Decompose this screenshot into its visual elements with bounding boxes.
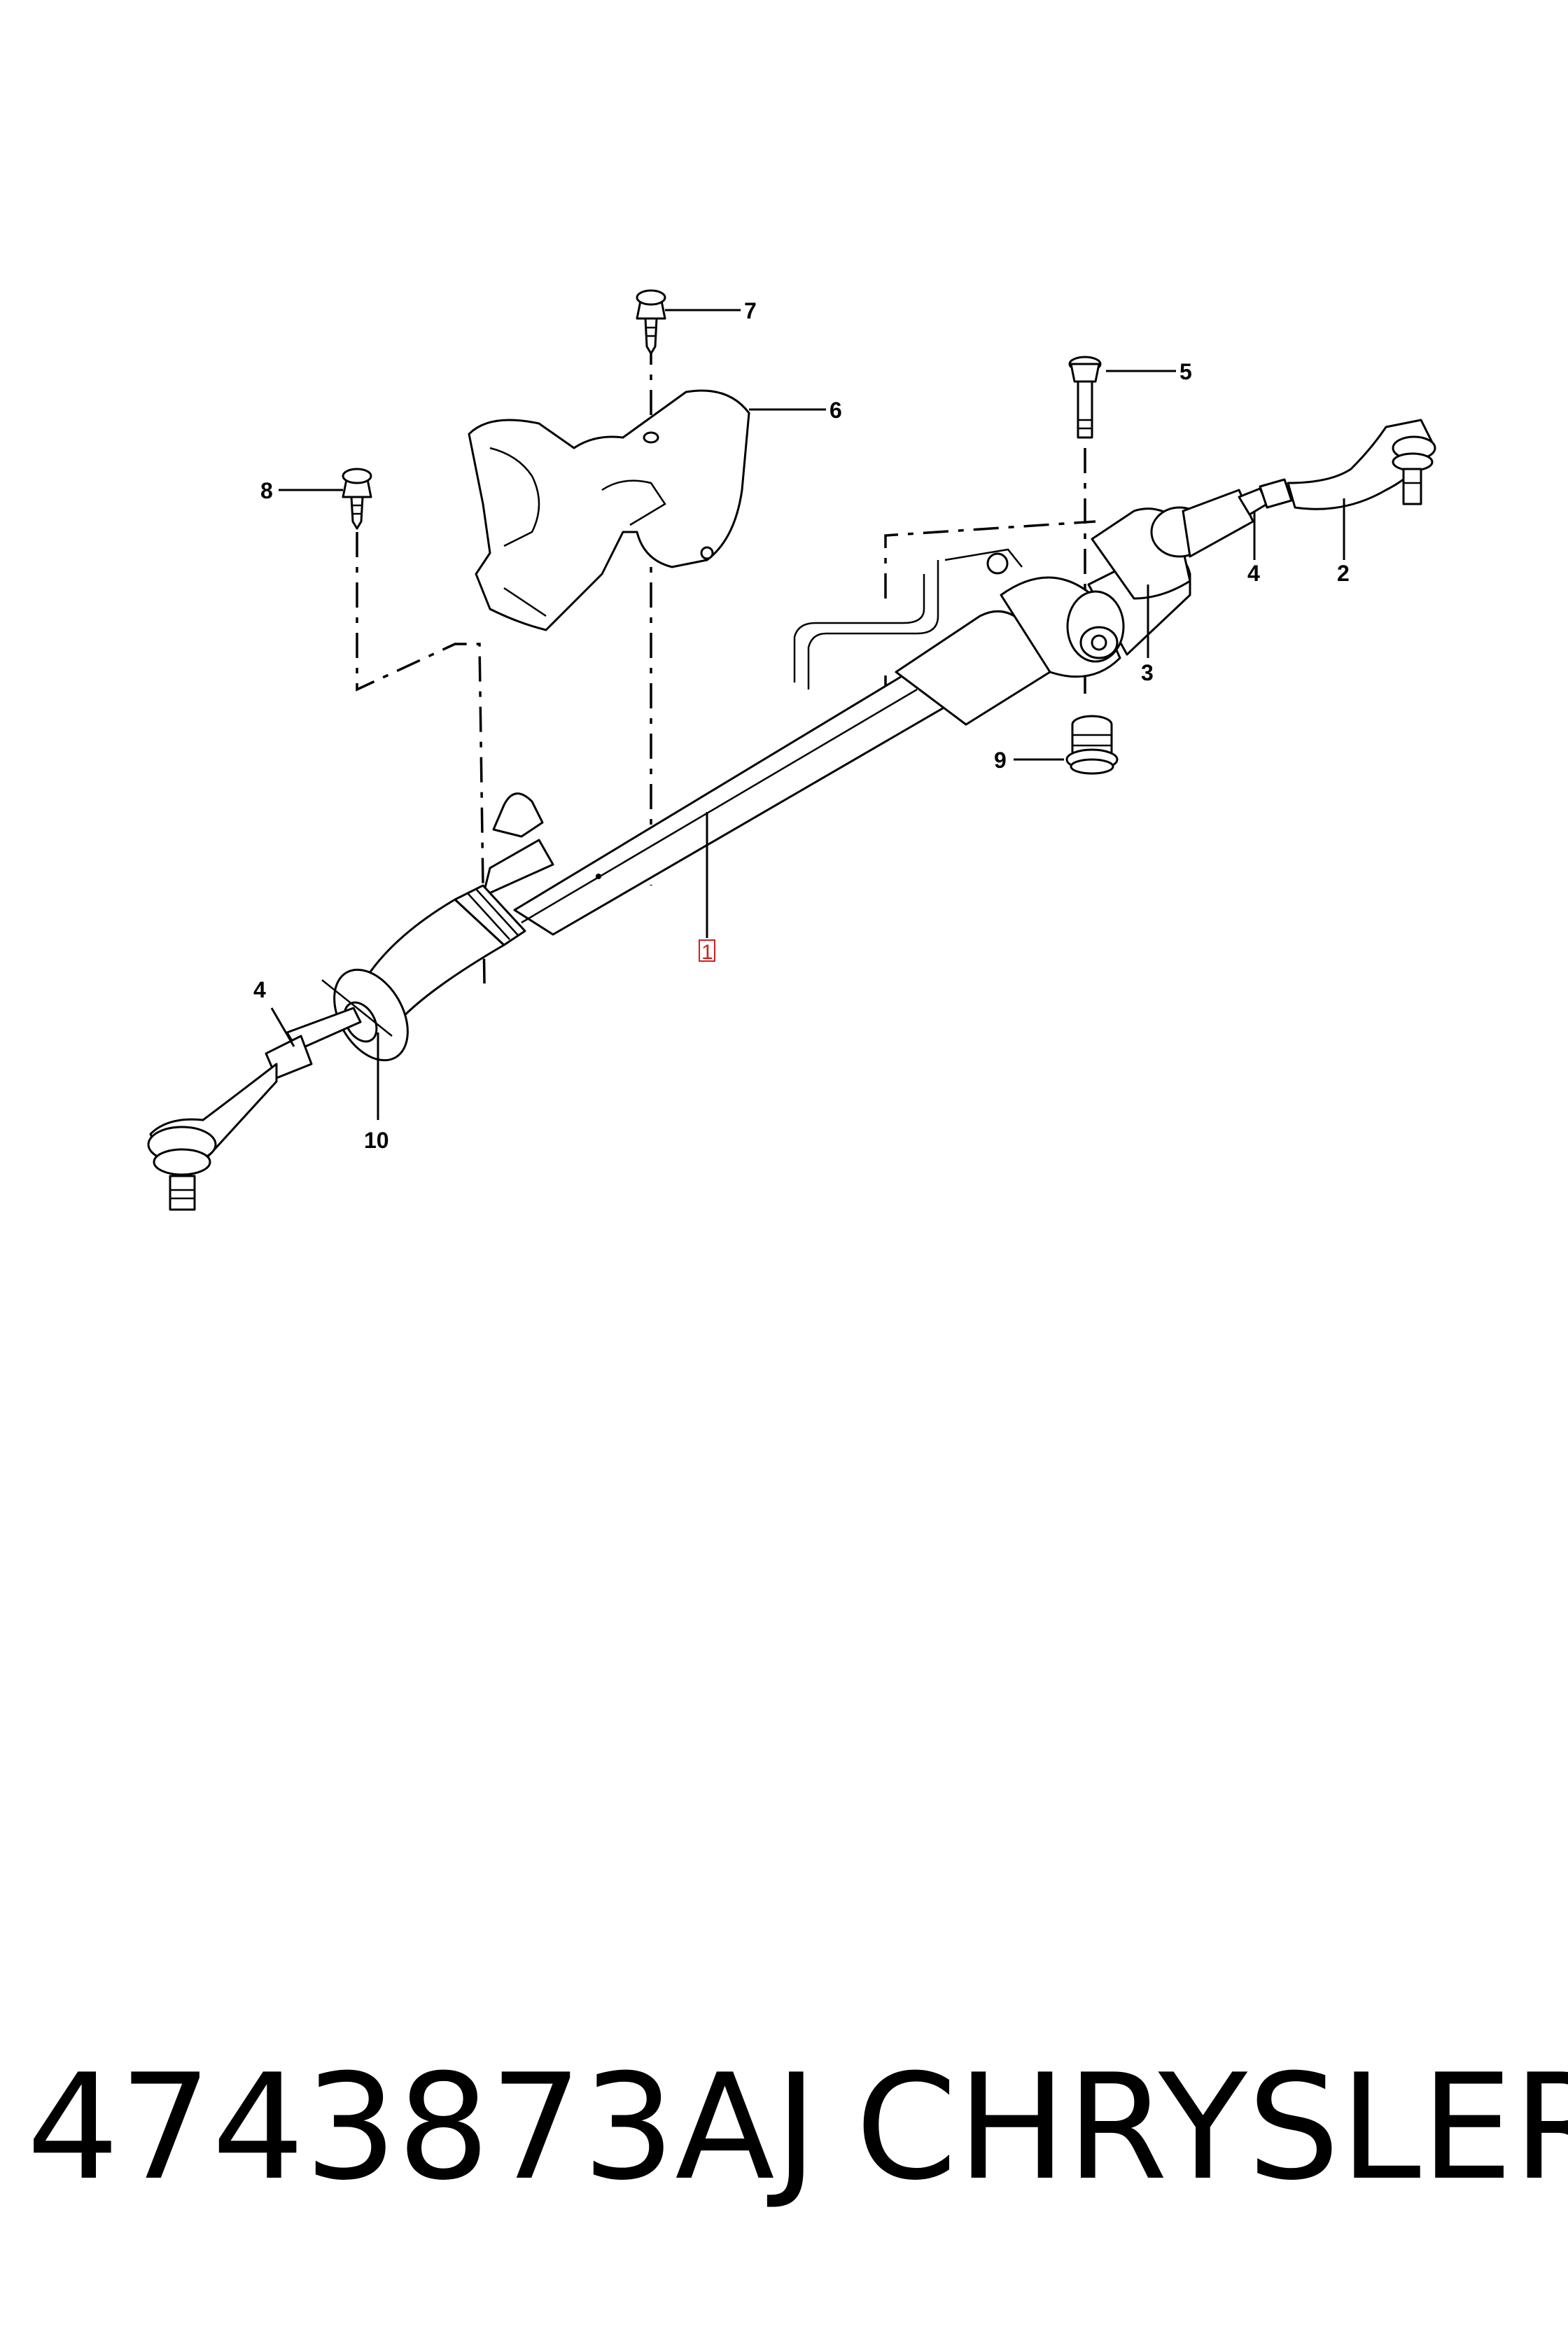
heat-shield [468,389,750,631]
callout-10: 10 [364,1128,389,1153]
callout-7: 7 [744,298,757,323]
callout-3: 3 [1141,660,1154,685]
screw [342,468,372,530]
callout-4-right: 4 [1247,561,1260,586]
shield-screw [636,289,666,355]
callout-4-left: 4 [253,977,266,1002]
leader-lines [270,309,1345,1120]
alignment-lines [356,340,1096,984]
right-boot [1091,489,1254,600]
callout-2: 2 [1337,561,1350,586]
mount-bolt [1068,356,1102,439]
left-boot [321,884,526,1062]
callout-9: 9 [994,748,1007,773]
callout-6: 6 [830,398,842,423]
brand-name: CHRYSLER [855,2043,1568,2213]
bushing [1065,715,1119,775]
part-number: 4743873AJ [27,2043,818,2213]
callout-labels: 7 5 6 8 9 3 4 2 4 10 1 [253,298,1350,1153]
left-tie-rod-end [147,1007,362,1211]
right-tie-rod-end [1238,419,1436,516]
callout-5: 5 [1180,359,1192,384]
callout-1[interactable]: 1 [701,941,713,964]
callout-8: 8 [260,478,273,503]
callout-1-highlight [699,939,715,962]
footer: 4743873AJ CHRYSLER [0,2047,1568,2208]
